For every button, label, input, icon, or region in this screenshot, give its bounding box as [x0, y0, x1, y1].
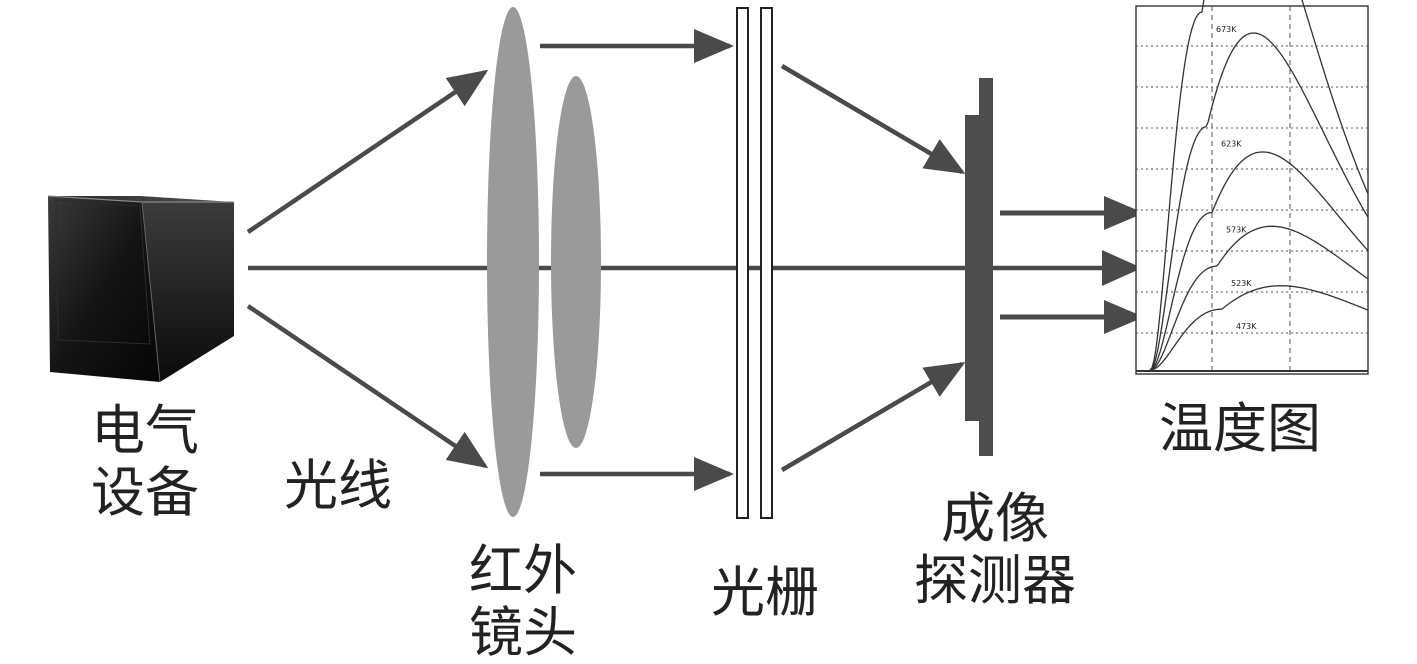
curve-623K [1149, 32, 1369, 371]
thermogram-label: 温度图 [1159, 397, 1321, 460]
grating-to-detector-rays [780, 64, 966, 472]
lens-element-2 [551, 76, 601, 448]
equipment-label-line2: 设备 [91, 461, 199, 524]
curve-label-673K: 673K [1216, 25, 1237, 34]
light-label: 光线 [284, 454, 392, 517]
curve-523K [1149, 225, 1369, 371]
thermogram-curves: 673K 623K 573K 523K 473K [1149, 0, 1369, 371]
curve-573K [1149, 151, 1369, 371]
lens-label-line2: 镜头 [469, 601, 577, 664]
light-rays [246, 69, 1135, 469]
lens-to-grating-rays [540, 29, 734, 491]
ray-upper [246, 69, 489, 234]
equipment-cube-icon [47, 195, 234, 383]
grating-label: 光栅 [711, 561, 819, 624]
lens-label: 红外 镜头 [448, 540, 598, 664]
detector-output-arrows [1000, 196, 1144, 334]
grating [736, 7, 773, 519]
axis-arrowhead [1102, 250, 1142, 286]
curve-473K [1149, 285, 1369, 371]
lens-label-line1: 红外 [469, 539, 577, 602]
grating-plate-1 [736, 7, 749, 519]
infrared-lens [487, 7, 601, 517]
thermogram-chart: 673K 623K 573K 523K 473K [1135, 0, 1369, 375]
equipment-label: 电气 设备 [70, 400, 220, 524]
detector-label-line1: 成像 [941, 487, 1049, 550]
curve-label-573K: 573K [1226, 225, 1247, 234]
curve-label-623K: 623K [1221, 140, 1242, 149]
ray-lower [246, 304, 489, 469]
curve-673K [1149, 0, 1369, 371]
thermogram-grid [1136, 6, 1368, 374]
curve-label-473K: 473K [1236, 322, 1257, 331]
lens-element-1 [487, 7, 539, 517]
imaging-detector [965, 78, 993, 456]
curve-label-523K: 523K [1231, 279, 1252, 288]
detector-label-line2: 探测器 [914, 549, 1076, 612]
grating-plate-2 [760, 7, 773, 519]
equipment-label-line1: 电气 [91, 399, 199, 462]
detector-label: 成像 探测器 [890, 488, 1100, 612]
